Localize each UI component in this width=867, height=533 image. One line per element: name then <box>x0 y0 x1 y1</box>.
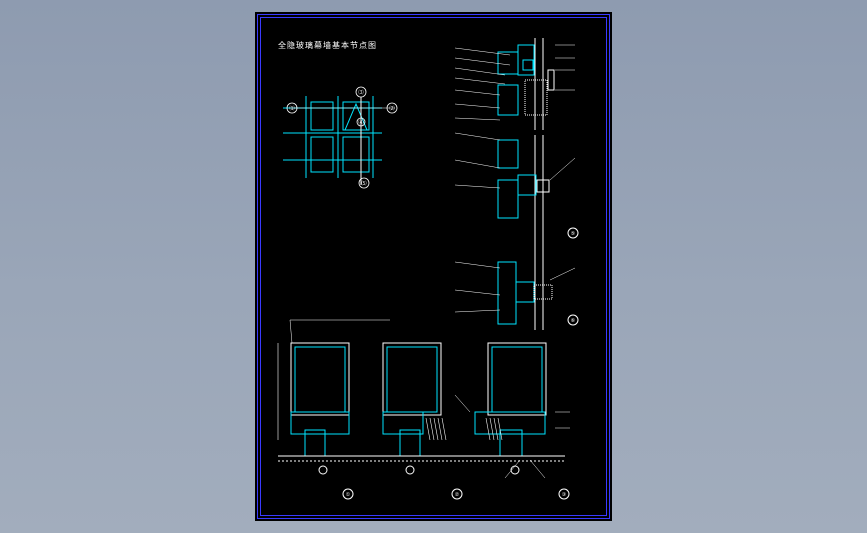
glass-panel <box>294 346 346 413</box>
grid-plan-diagram <box>283 96 395 185</box>
leader-line <box>454 184 501 189</box>
sealant-fill <box>533 284 553 300</box>
anchor-plate <box>536 179 550 193</box>
leader-line <box>549 157 576 181</box>
grid-marker-circle <box>386 102 398 114</box>
grid-marker-label: ⑵ <box>389 105 394 112</box>
vertical-section-detail-bottom <box>497 240 579 330</box>
glass-panel-outline <box>290 342 350 416</box>
leader-line <box>454 309 501 313</box>
leader-line <box>454 47 511 56</box>
leader-line <box>289 319 293 344</box>
section-marker-circle <box>318 465 328 475</box>
grid-marker-circle <box>286 102 298 114</box>
sheet-border-outer <box>257 14 610 519</box>
section-marker-circle <box>451 488 463 500</box>
section-marker-circle <box>342 488 354 500</box>
mullion-profile <box>517 174 537 196</box>
section-marker-label: ② <box>455 492 460 498</box>
opening-indicator <box>344 102 368 131</box>
leader-line <box>454 103 501 109</box>
leader-line <box>454 159 501 169</box>
section-marker-circle <box>558 488 570 500</box>
leader-line <box>454 261 501 269</box>
leader-line <box>454 67 506 76</box>
leader-line <box>454 117 501 121</box>
glass-pane <box>310 136 334 173</box>
leader-line <box>504 459 521 479</box>
leader-line <box>454 77 506 85</box>
sealant-fill <box>524 79 548 116</box>
section-marker-circle <box>567 314 579 326</box>
grid-marker-label: ⑸ <box>361 180 366 187</box>
grid-marker-circle <box>358 177 370 189</box>
glass-pane <box>342 136 370 173</box>
grid-marker-circle <box>356 117 366 127</box>
anchor-plate <box>547 69 555 91</box>
glass-pane <box>310 101 334 131</box>
leader-line <box>454 394 471 413</box>
section-marker-label: ⑤ <box>571 231 575 237</box>
glass-panel-outline <box>487 342 547 416</box>
section-marker-circle <box>567 227 579 239</box>
mullion-profile <box>290 411 350 435</box>
leader-line <box>549 267 576 281</box>
glass-panel <box>386 346 438 413</box>
sealant-hatch <box>425 417 447 441</box>
leader-line <box>529 459 546 479</box>
mullion-profile <box>474 411 546 435</box>
glass-frame-profile <box>497 179 519 219</box>
horizontal-section-details <box>277 319 570 500</box>
sheet-border-inner <box>260 17 607 516</box>
glass-panel <box>491 346 543 413</box>
grid-marker-label: ⑴ <box>289 105 294 112</box>
mullion-profile <box>382 411 424 435</box>
mullion-profile <box>515 281 535 303</box>
leader-line <box>454 57 511 66</box>
glass-frame-profile <box>497 261 517 325</box>
section-marker-label: ⑥ <box>571 318 576 324</box>
sealant-hatch <box>485 417 503 441</box>
grid-marker-circle <box>355 86 367 98</box>
glass-frame-profile <box>497 139 519 169</box>
section-marker-circle <box>510 465 520 475</box>
section-marker-label: ① <box>346 492 351 498</box>
bracket-profile <box>522 59 534 71</box>
glass-frame-profile <box>497 84 519 116</box>
leader-line <box>454 289 501 296</box>
drawing-title: 全隐玻璃幕墙基本节点图 <box>278 41 377 50</box>
leader-line <box>454 89 501 96</box>
vertical-section-detail-top <box>497 38 555 130</box>
transom-profile <box>497 51 519 75</box>
leader-line <box>454 132 501 141</box>
grid-marker-label: ⑶ <box>358 89 363 96</box>
glass-pane <box>342 101 370 131</box>
glass-panel-outline <box>382 342 442 416</box>
section-marker-circle <box>405 465 415 475</box>
section-marker-label: ③ <box>562 492 566 498</box>
grid-marker-label: ⑷ <box>358 119 363 126</box>
vertical-section-detail-mid <box>497 135 579 240</box>
